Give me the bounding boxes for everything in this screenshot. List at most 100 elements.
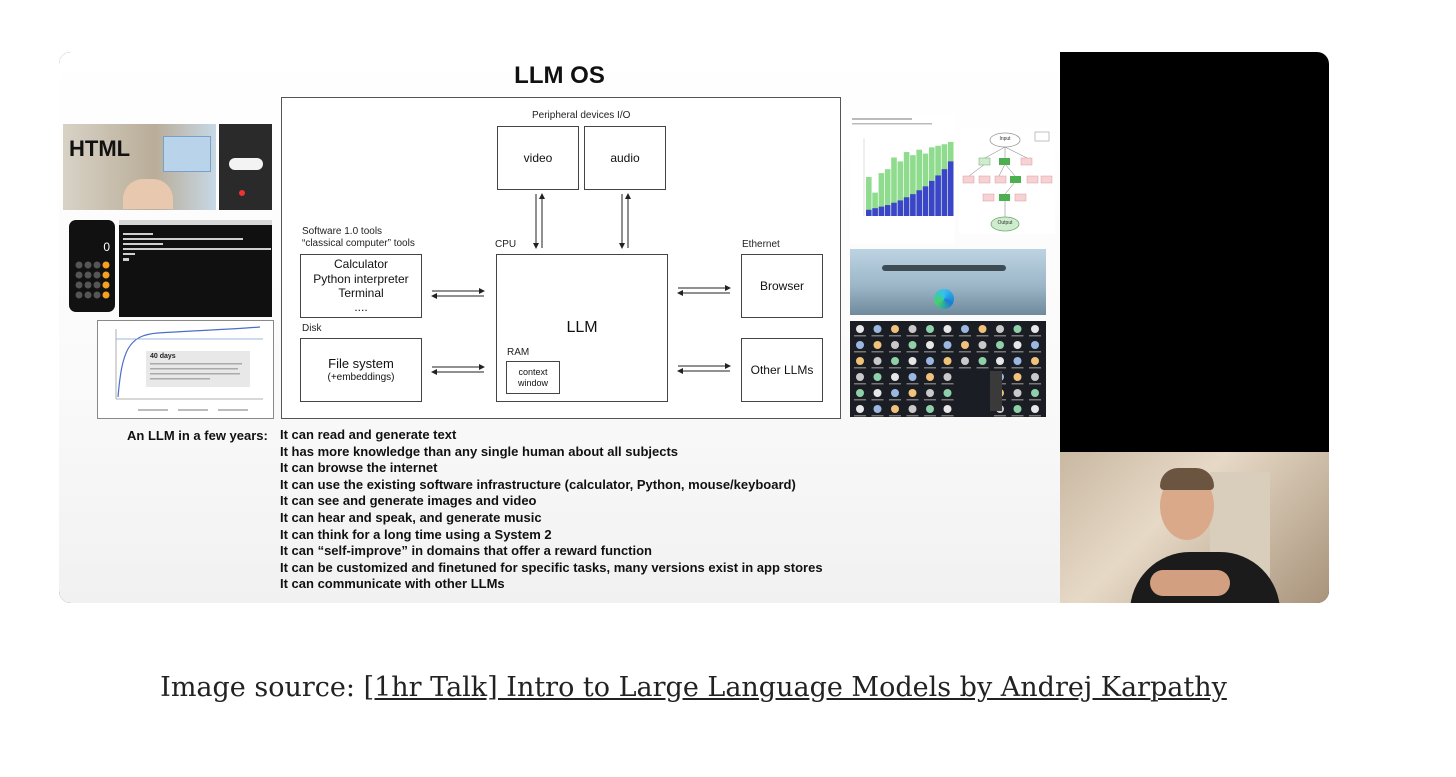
- thumbnail-bar-blue: [916, 190, 922, 216]
- gpt-app-label: [941, 399, 954, 401]
- gpt-app-icon: [1013, 373, 1022, 381]
- thumbnail-bar-blue: [935, 175, 941, 216]
- gpt-app-icon: [908, 357, 917, 365]
- thumbnail-bar-blue: [903, 197, 910, 216]
- thumbnail-bar-green: [916, 149, 922, 216]
- llm-label: LLM: [566, 319, 598, 337]
- capabilities-list: It can read and generate text It has mor…: [280, 427, 823, 593]
- gpt-app-icon: [1031, 405, 1039, 413]
- tool-calculator: Calculator: [333, 257, 389, 272]
- gpt-app-icon: [926, 405, 934, 413]
- tree-diagram: [962, 131, 1053, 232]
- gpt-app-label: [906, 415, 919, 417]
- gpt-app-icon: [856, 341, 864, 349]
- gpt-app-label: [924, 383, 936, 385]
- thumbnail-bar-blue: [941, 169, 948, 216]
- audio-box: audio: [584, 126, 666, 190]
- thumbnail-bar-blue: [910, 194, 916, 216]
- gpt-app-icon: [908, 373, 917, 381]
- list-item: It can use the existing software infrast…: [280, 476, 796, 492]
- gpt-app-label: [871, 335, 884, 337]
- gpt-app-label: [1029, 415, 1041, 417]
- gpt-app-label: [906, 335, 919, 337]
- browser-search-bar: [882, 265, 1006, 271]
- gpt-app-label: [889, 399, 901, 401]
- gpt-app-label: [1029, 367, 1041, 369]
- gpt-app-label: [994, 415, 1006, 417]
- gpt-app-icon: [891, 341, 899, 349]
- gpt-app-icon: [908, 389, 917, 397]
- thumbnail-bar-blue: [947, 161, 954, 216]
- thumbnail-bar-blue: [897, 200, 904, 216]
- speaker-silhouette: [990, 371, 1002, 411]
- gpt-store-thumbnail: [850, 321, 1046, 417]
- edge-logo-icon: [934, 289, 954, 309]
- gpt-app-label: [994, 351, 1006, 353]
- thumbnail-bar-blue: [922, 186, 929, 216]
- gpt-app-icon: [873, 373, 882, 381]
- gpt-app-icon: [943, 357, 952, 365]
- thumbnail-bar-green: [878, 173, 885, 216]
- gpt-app-label: [994, 335, 1006, 337]
- gpt-app-icon: [1013, 389, 1022, 397]
- gpt-app-icon: [926, 373, 934, 381]
- gpt-app-icon: [1031, 373, 1039, 381]
- gpt-app-icon: [891, 325, 899, 333]
- thumbnail-bar-blue: [929, 180, 935, 216]
- gpt-app-label: [889, 335, 901, 337]
- tree-input-label: Input: [999, 136, 1011, 142]
- presenter-webcam: [1060, 452, 1329, 603]
- thumbnail-bar-green: [910, 155, 916, 216]
- gpt-app-icon: [978, 325, 987, 333]
- gpt-app-icon: [873, 341, 882, 349]
- other-llms-label: Other LLMs: [750, 362, 814, 377]
- gpt-app-icon: [891, 405, 899, 413]
- list-item: It can see and generate images and video: [280, 493, 537, 509]
- gpt-app-icon: [891, 357, 899, 365]
- gpt-app-icon: [856, 405, 864, 413]
- alphazero-curve: [115, 326, 263, 411]
- gpt-app-label: [889, 351, 901, 353]
- thumbnail-bar-blue: [884, 205, 891, 216]
- file-system-sub: (+embeddings): [327, 371, 395, 383]
- gpt-app-icon: [908, 405, 917, 413]
- source-prefix: Image source:: [160, 672, 364, 703]
- list-item: It has more knowledge than any single hu…: [280, 443, 679, 459]
- gpt-app-icon: [873, 405, 882, 413]
- gpt-app-icon: [961, 325, 969, 333]
- gpt-app-icon: [961, 341, 969, 349]
- hand-shape: [123, 179, 173, 209]
- gpt-app-label: [906, 351, 919, 353]
- voice-dots: [229, 158, 263, 170]
- thumbnail-bar-green: [897, 161, 904, 216]
- gpt-app-icon: [873, 357, 882, 365]
- gpt-app-icon: [926, 357, 934, 365]
- source-link[interactable]: [1hr Talk] Intro to Large Language Model…: [363, 672, 1227, 703]
- software-tools-box: Calculator Python interpreter Terminal .…: [300, 254, 422, 318]
- gpt-app-icon: [1031, 341, 1039, 349]
- list-item: It can hear and speak, and generate musi…: [280, 509, 542, 525]
- gpt-app-label: [976, 351, 989, 353]
- video-box: video: [497, 126, 579, 190]
- ram-label: RAM: [507, 347, 530, 358]
- gpt-app-label: [854, 351, 866, 353]
- gpt-app-label: [1011, 383, 1024, 385]
- gpt-app-label: [959, 351, 971, 353]
- peripherals-label: Peripheral devices I/O: [532, 110, 631, 121]
- video-frame[interactable]: LLM OS HTML 0: [59, 52, 1329, 603]
- slide-title: LLM OS: [514, 62, 605, 89]
- thumbnail-bar-blue: [878, 206, 885, 216]
- gpt-app-label: [889, 383, 901, 385]
- image-source-caption: Image source: [1hr Talk] Intro to Large …: [0, 672, 1387, 703]
- gpt-app-icon: [908, 325, 917, 333]
- gpt-app-icon: [1013, 341, 1022, 349]
- tool-python: Python interpreter: [313, 271, 409, 286]
- gpt-app-label: [854, 383, 866, 385]
- gpt-app-icon: [943, 373, 952, 381]
- edge-browser-thumbnail: [850, 249, 1046, 315]
- gpt-app-icon: [996, 325, 1004, 333]
- gpt-app-label: [906, 367, 919, 369]
- cpu-label: CPU: [495, 239, 517, 250]
- bar-chart-bars: [852, 118, 954, 216]
